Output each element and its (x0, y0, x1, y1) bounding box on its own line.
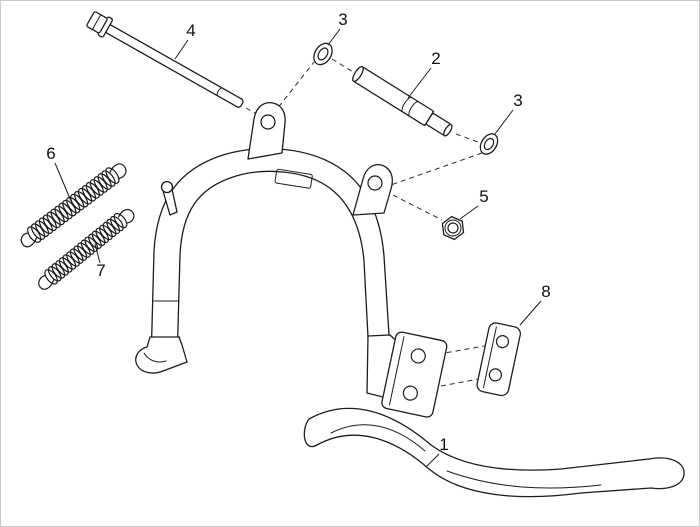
axis-bracket-to-washer-dashed (272, 61, 315, 115)
mounting-plate-face (381, 331, 448, 418)
callout-7-label: 7 (96, 261, 105, 280)
return-spring-inner (38, 208, 135, 290)
mounting-plate-hole-lower (402, 385, 418, 401)
axis-bolt-to-bracket-dashed (245, 107, 263, 118)
leader-6 (54, 162, 72, 202)
right-pivot-hole (367, 175, 383, 191)
bolt-head-facet-line (91, 14, 102, 30)
hex-flange-bolt (86, 11, 244, 108)
center-stand-body (135, 101, 685, 498)
bolt-shank (105, 24, 244, 108)
callout-6-label: 6 (46, 144, 55, 163)
left-pivot-bracket (247, 101, 286, 160)
callout-5-label: 5 (479, 187, 488, 206)
spacer-block-face (476, 322, 521, 397)
return-spring-outer (20, 163, 127, 248)
spring-inner-front-hook (38, 274, 55, 290)
nut-hole (447, 222, 459, 234)
spacer-block-edge-line (482, 326, 497, 389)
spacer-block-hole-upper (495, 335, 510, 349)
callout-4-label: 4 (186, 21, 195, 40)
callout-3-lower-label: 3 (513, 91, 522, 110)
arch-top-slot (274, 168, 313, 189)
washer-lower (479, 133, 499, 155)
mounting-plate-hole-upper (410, 348, 426, 364)
washer-upper-inner-ring (317, 47, 329, 61)
left-foot-lip-line (143, 352, 167, 363)
hex-nut (441, 215, 465, 241)
leader-7 (94, 243, 101, 264)
spring-outer-end-hook (109, 163, 127, 180)
mounting-plate-edge-line (388, 336, 405, 406)
spring-outer-coils (27, 167, 120, 243)
axis-washer-to-pin-dashed (331, 58, 354, 73)
pin-groove-band-1 (401, 96, 413, 113)
pin-end-cap (352, 65, 364, 83)
spring-anchor-head (160, 180, 174, 194)
pin-step-line (424, 110, 435, 127)
callout-1-label: 1 (439, 435, 448, 454)
leader-8 (519, 300, 542, 326)
base-tube-and-foot-lever (303, 407, 685, 498)
arch-top-detail (274, 168, 313, 189)
leader-2 (407, 67, 432, 99)
axis-pin-to-washer-dashed (455, 133, 479, 143)
leader-4 (174, 39, 189, 60)
leader-1 (425, 453, 440, 468)
callout-labels: 4 3 2 3 5 6 7 8 1 (46, 10, 550, 454)
spring-outer-front-hook (20, 232, 38, 248)
stand-mounting-plate (381, 331, 448, 418)
base-tube-highlight-right (446, 470, 602, 489)
spacer-block (476, 322, 521, 397)
callout-3-upper-label: 3 (338, 10, 347, 29)
left-pivot-hole (260, 114, 276, 130)
leader-5 (459, 205, 479, 220)
washer-upper (313, 42, 333, 66)
bolt-thread-band (216, 87, 223, 97)
callout-leader-lines (54, 28, 542, 468)
leader-3-upper (327, 28, 341, 46)
base-tube-highlight-left (330, 424, 426, 452)
axis-block-to-plate-upper-dashed (421, 343, 497, 358)
callout-2-label: 2 (431, 49, 440, 68)
stand-arch-tube (150, 148, 390, 364)
washer-lower-inner-ring (483, 137, 495, 151)
nut-chamfer-circle (444, 219, 462, 237)
pin-body (353, 66, 434, 126)
spacer-block-hole-lower (488, 368, 502, 382)
axis-washer-to-right-bracket-dashed (384, 152, 483, 188)
pin-groove-band-2 (408, 101, 419, 117)
assembly-axis-lines (245, 58, 497, 392)
pivot-pin-spacer (352, 65, 453, 137)
spring-inner-end-hook (117, 208, 135, 224)
callout-8-label: 8 (541, 282, 550, 301)
axis-bracket-to-nut-dashed (384, 190, 443, 221)
pin-tip-cap (443, 123, 453, 137)
leader-3-lower (494, 109, 514, 135)
stand-left-foot (135, 336, 188, 374)
